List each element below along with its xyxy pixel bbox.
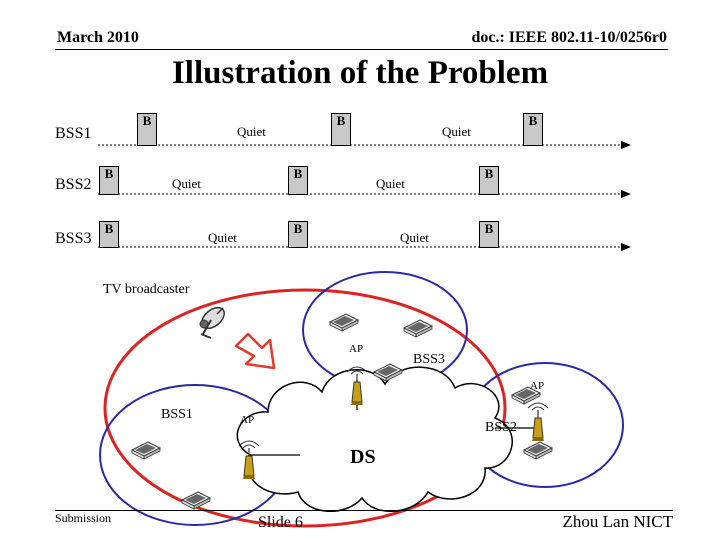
bss3-label: BSS3 (413, 352, 445, 367)
bss2-label: BSS2 (485, 420, 517, 435)
bss2-beacon-2: B (288, 166, 308, 195)
footer-author: Zhou Lan NICT (562, 512, 673, 531)
bss1-quiet-2: Quiet (442, 124, 471, 139)
bss1-quiet-1: Quiet (237, 124, 266, 139)
tv-interference-region (103, 288, 507, 528)
timeline-label-bss1: BSS1 (55, 125, 92, 142)
laptop-icon (329, 313, 359, 332)
ap-bss2-icon (527, 402, 549, 442)
ds-label: DS (350, 446, 376, 468)
laptop-icon (181, 491, 211, 510)
bss2-quiet-2: Quiet (376, 176, 405, 191)
bss3-quiet-2: Quiet (400, 230, 429, 245)
bss3-beacon-1: B (99, 221, 119, 248)
slide-title: Illustration of the Problem (171, 55, 549, 91)
satellite-dish-icon (199, 306, 225, 339)
bss2-beacon-1: B (99, 166, 119, 195)
header-divider (55, 49, 668, 50)
ds-cloud-shape (236, 366, 513, 512)
tv-broadcaster-label: TV broadcaster (103, 282, 190, 297)
bss1-beacon-2: B (331, 113, 351, 146)
bss2-quiet-1: Quiet (172, 176, 201, 191)
bss3-beacon-2: B (288, 221, 308, 248)
bss1-beacon-3: B (523, 113, 543, 146)
bss2-beacon-3: B (479, 166, 499, 195)
footer-slide-number: Slide 6 (258, 514, 303, 531)
bss3-quiet-1: Quiet (208, 230, 237, 245)
footer-divider (55, 510, 673, 511)
interference-arrow (234, 332, 276, 370)
header-date: March 2010 (57, 29, 139, 46)
ap-label-bss1: AP (240, 414, 255, 426)
laptop-icon (403, 319, 433, 338)
header-doc-id: doc.: IEEE 802.11-10/0256r0 (471, 29, 667, 46)
bss1-label: BSS1 (161, 407, 193, 422)
footer-submission: Submission (55, 511, 112, 525)
timeline-label-bss2: BSS2 (55, 176, 92, 193)
ap-label-bss3: AP (349, 343, 364, 355)
timeline-label-bss3: BSS3 (55, 230, 92, 247)
bss1-beacon-1: B (137, 113, 157, 146)
laptop-icon (523, 441, 553, 460)
ap-label-bss2: AP (530, 380, 545, 392)
bss3-beacon-3: B (479, 221, 499, 248)
laptop-icon (131, 441, 161, 460)
